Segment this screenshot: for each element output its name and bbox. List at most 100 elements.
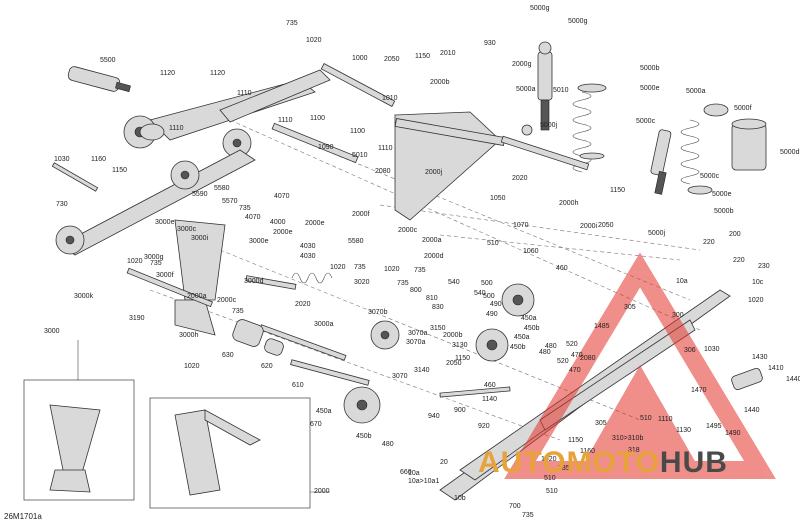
part-callout-37: 2000j [425, 169, 443, 176]
part-callout-38: 2020 [512, 175, 528, 182]
part-callout-165: 10b [454, 495, 466, 502]
part-callout-116: 480 [545, 343, 557, 350]
part-callout-97: 3070a [406, 339, 426, 346]
rear-arm-3000 [174, 219, 226, 336]
part-callout-85: 3190 [129, 315, 145, 322]
shock-absorber-5500 [67, 66, 131, 93]
part-callout-86: 1020 [184, 363, 200, 370]
part-callout-125: 470 [569, 367, 581, 374]
part-callout-153: 450a [316, 408, 332, 415]
part-callout-44: 5570 [222, 198, 238, 205]
part-callout-73: 3000i [191, 235, 209, 242]
part-callout-60: 1020 [384, 266, 400, 273]
part-callout-138: 1430 [752, 354, 768, 361]
part-callout-161: 1140 [482, 396, 497, 403]
part-callout-99: 3140 [414, 367, 430, 374]
bushings [232, 319, 284, 356]
part-callout-89: 735 [397, 280, 409, 287]
part-callout-168: 510 [544, 475, 556, 482]
brand-part2: HUB [659, 446, 728, 479]
part-callout-14: 5000d [780, 149, 800, 156]
part-callout-77: 735 [150, 260, 162, 267]
part-callout-110: 500 [483, 293, 495, 300]
coil-spring-center [572, 83, 607, 173]
part-callout-164: 10a>10a1 [408, 478, 439, 485]
part-callout-137: 1030 [704, 346, 720, 353]
part-callout-160: 920 [478, 423, 490, 430]
part-callout-28: 1150 [415, 53, 430, 60]
part-callout-90: 800 [410, 287, 422, 294]
part-callout-105: 620 [261, 363, 273, 370]
part-callout-82: 2000c [217, 297, 237, 304]
part-callout-67: 2000i [580, 223, 598, 230]
part-callout-69: 2050 [598, 222, 614, 229]
part-callout-172: 3000 [44, 328, 60, 335]
part-callout-31: 1010 [382, 95, 398, 102]
part-callout-13: 5000f [734, 105, 752, 112]
part-callout-126: 1485 [594, 323, 610, 330]
part-callout-33: 1090 [318, 144, 334, 151]
part-callout-134: 10c [752, 279, 764, 286]
part-callout-162: 20 [440, 459, 448, 466]
part-callout-107: 540 [448, 279, 460, 286]
part-callout-114: 450a [521, 315, 537, 322]
part-callout-133: 230 [758, 263, 770, 270]
part-callout-36: 2080 [375, 168, 391, 175]
part-callout-124: 2080 [580, 355, 596, 362]
part-callout-72: 3000c [177, 226, 197, 233]
idler-wheels [343, 283, 535, 424]
part-callout-143: 1495 [706, 423, 722, 430]
part-callout-27: 2050 [384, 56, 400, 63]
part-callout-158: 940 [428, 413, 440, 420]
part-callout-68: 1150 [610, 187, 625, 194]
part-callout-7: 5000b [640, 65, 660, 72]
part-callout-12: 5000a [686, 88, 706, 95]
part-callout-92: 830 [432, 304, 444, 311]
part-callout-48: 2000f [352, 211, 370, 218]
part-callout-173: 2000 [314, 488, 330, 495]
part-callout-96: 3150 [430, 325, 446, 332]
part-callout-46: 4070 [274, 193, 290, 200]
part-callout-100: 3130 [452, 342, 468, 349]
part-callout-93: 3070b [368, 309, 388, 316]
part-callout-55: 2000a [422, 237, 442, 244]
part-callout-117: 520 [566, 341, 578, 348]
watermark-logo [504, 252, 776, 479]
part-callout-5: 2000g [512, 61, 532, 68]
part-callout-20: 1120 [160, 70, 175, 77]
part-callout-131: 10a [676, 278, 688, 285]
part-callout-15: 5000c [700, 173, 720, 180]
part-callout-141: 1470 [691, 387, 707, 394]
part-callout-65: 510 [487, 240, 499, 247]
part-callout-52: 2000e [273, 229, 293, 236]
part-callout-23: 1110 [169, 125, 184, 132]
part-callout-147: 1130 [676, 427, 691, 434]
shock-absorber-top [521, 41, 553, 136]
part-callout-79: 3000k [74, 293, 94, 300]
brand-part1: AUTOMOTO [478, 446, 660, 479]
left-rail-assembly [55, 149, 256, 256]
part-callout-102: 2050 [446, 360, 462, 367]
part-callout-156: 660 [400, 469, 412, 476]
part-callout-109: 500 [481, 280, 493, 287]
part-callout-144: 1490 [725, 430, 741, 437]
part-callout-121: 520 [557, 358, 569, 365]
rear-shock-1470 [731, 368, 763, 390]
detail-box-3000 [23, 340, 135, 501]
part-callout-17: 5000b [714, 208, 734, 215]
part-callout-103: 1150 [455, 355, 470, 362]
part-callout-119: 450b [510, 344, 526, 351]
part-callout-135: 1020 [748, 297, 764, 304]
part-callout-123: 470 [571, 352, 583, 359]
part-callout-171: 735 [522, 512, 534, 519]
part-callout-118: 450a [514, 334, 530, 341]
part-callout-40: 1160 [91, 156, 106, 163]
part-callout-63: 1070 [513, 222, 529, 229]
part-callout-59: 735 [354, 264, 366, 271]
part-callout-91: 810 [426, 295, 438, 302]
part-callout-42: 5590 [192, 191, 208, 198]
part-callout-24: 1110 [278, 117, 293, 124]
part-callout-43: 5580 [214, 185, 230, 192]
center-pivot-arm [394, 111, 506, 221]
part-callout-113: 460 [556, 265, 568, 272]
